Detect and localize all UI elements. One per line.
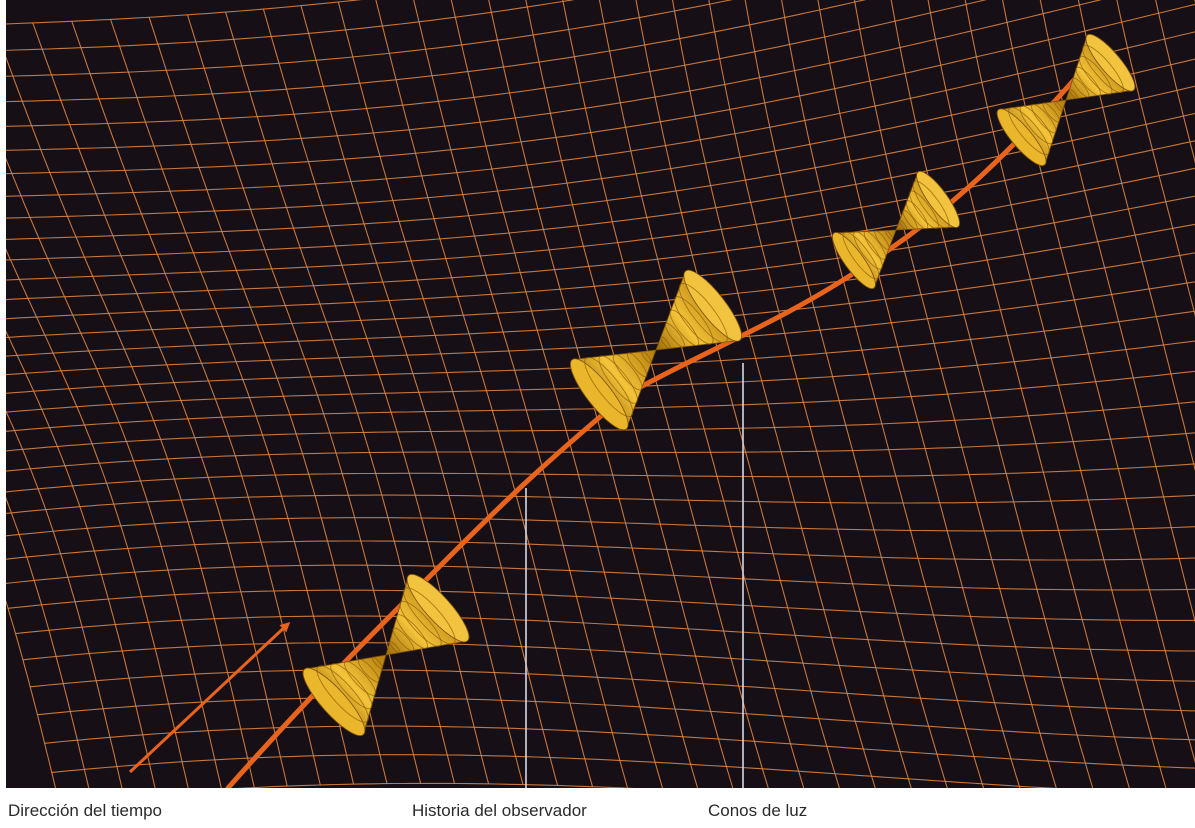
grid-line bbox=[635, 0, 840, 788]
grid-line bbox=[6, 0, 363, 25]
light-cone bbox=[832, 170, 960, 290]
grid-line bbox=[6, 496, 90, 788]
grid-line bbox=[235, 782, 636, 788]
grid-line bbox=[1116, 0, 1195, 317]
grid-line bbox=[1077, 0, 1195, 472]
grid-line bbox=[413, 0, 629, 788]
grid-line bbox=[450, 0, 664, 788]
light-cones-label: Conos de luz bbox=[708, 801, 808, 820]
grid-line bbox=[337, 1, 559, 786]
light-cones-group bbox=[302, 33, 1136, 736]
grid-line bbox=[6, 56, 255, 788]
grid-line bbox=[6, 599, 57, 788]
grid-line bbox=[964, 0, 1167, 788]
grid-line bbox=[6, 248, 189, 788]
grid-line bbox=[1002, 0, 1195, 764]
grid-line bbox=[6, 410, 123, 788]
grid-line bbox=[562, 0, 769, 788]
grid-line bbox=[671, 0, 876, 788]
grid-line bbox=[781, 0, 985, 788]
grid-line bbox=[6, 0, 575, 51]
spacetime-scene bbox=[6, 0, 1195, 788]
grid-line bbox=[6, 330, 156, 788]
grid-line bbox=[6, 157, 222, 788]
light-cone bbox=[570, 269, 742, 431]
grid-line bbox=[1155, 0, 1195, 164]
grid-line bbox=[1039, 0, 1195, 624]
grid-line bbox=[927, 0, 1130, 788]
grid-line bbox=[32, 22, 288, 787]
grid-line bbox=[890, 0, 1094, 788]
grid-line bbox=[853, 0, 1057, 788]
grid-line bbox=[817, 0, 1021, 788]
grid-line bbox=[744, 0, 948, 788]
grid-line bbox=[110, 19, 355, 785]
light-cone bbox=[996, 33, 1136, 167]
observer-history-label: Historia del observador bbox=[412, 801, 587, 820]
light-cone bbox=[302, 574, 470, 736]
grid-line bbox=[148, 17, 388, 784]
time-direction-arrow bbox=[128, 621, 291, 774]
grid-line bbox=[300, 5, 524, 785]
grid-line bbox=[375, 0, 594, 787]
pointer-lines bbox=[525, 363, 744, 788]
time-direction-label: Dirección del tiempo bbox=[8, 801, 163, 820]
grid-line bbox=[708, 0, 912, 788]
caption-bar bbox=[0, 788, 1195, 828]
